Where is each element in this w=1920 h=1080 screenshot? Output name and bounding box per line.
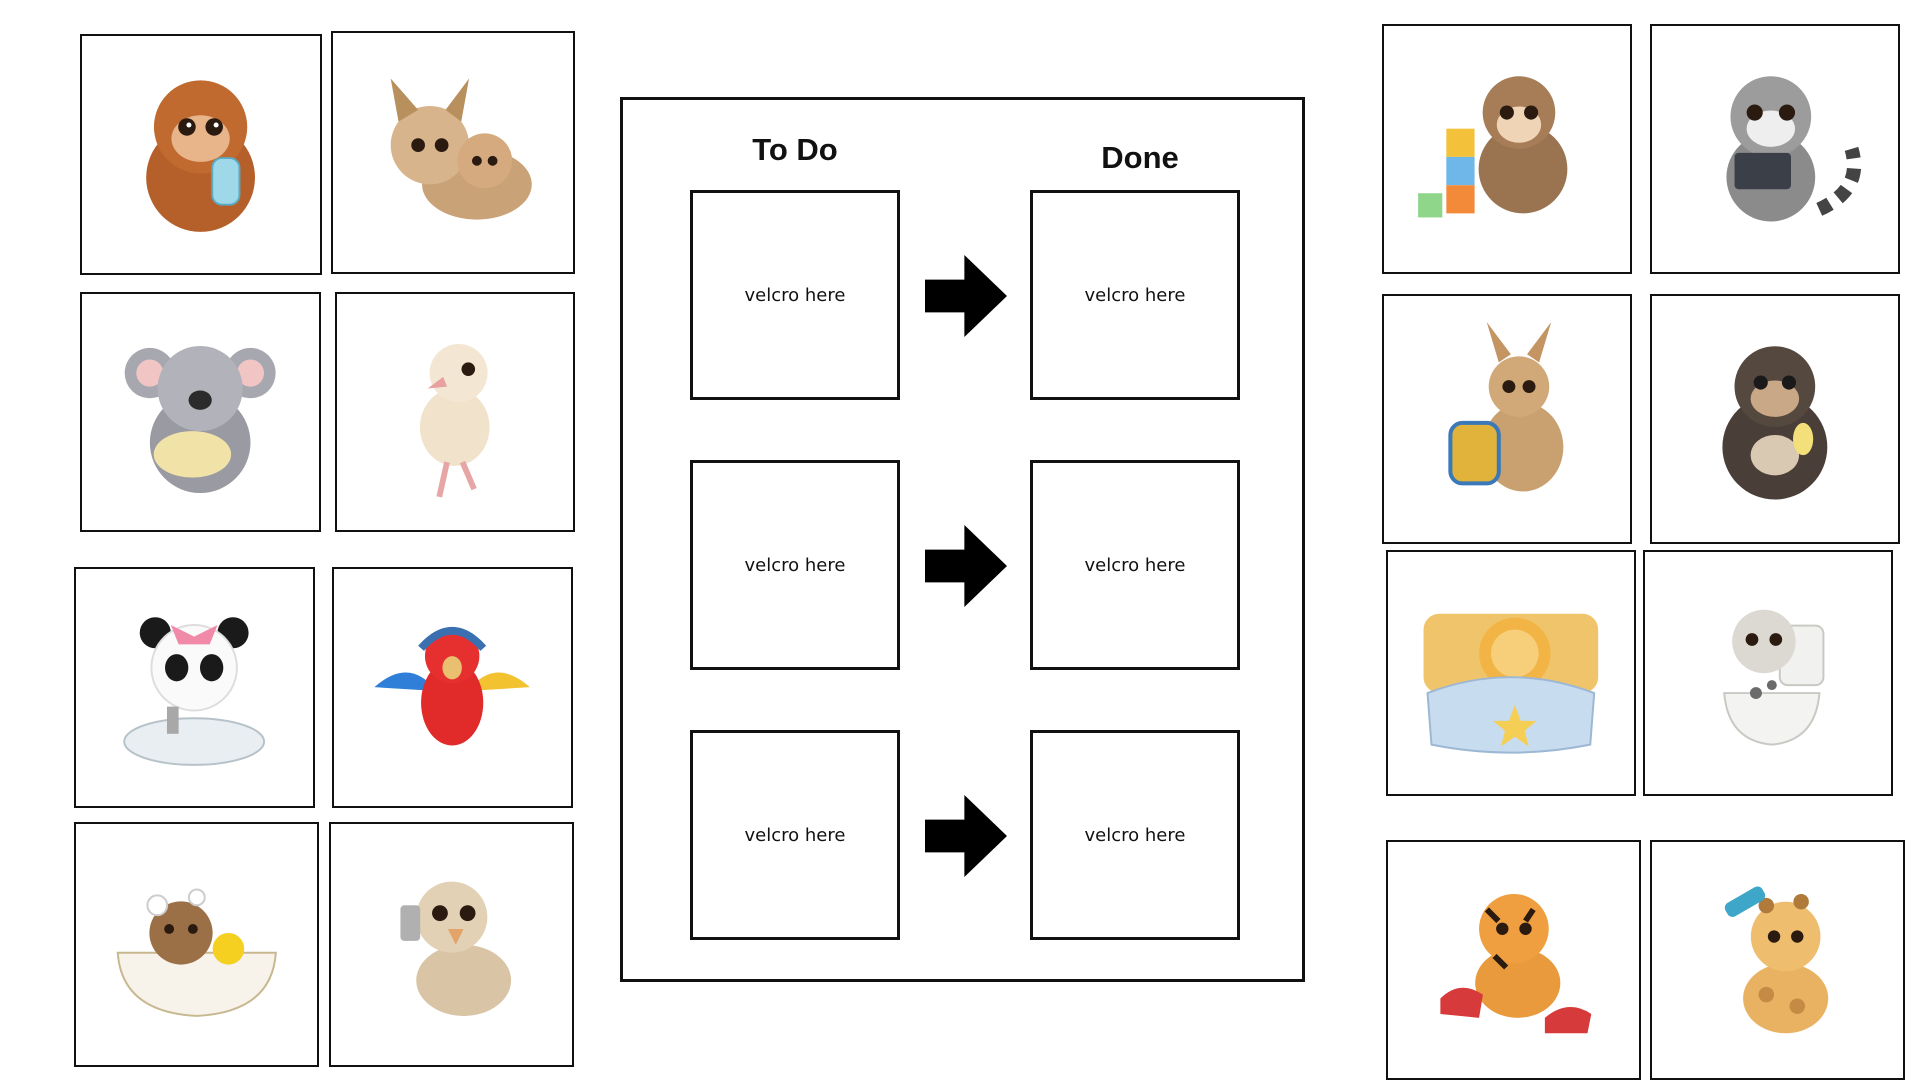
arrow-right-icon: [925, 795, 1007, 877]
card-parrot[interactable]: [332, 567, 573, 808]
monkey-with-abc-blocks-icon: [1418, 76, 1568, 218]
todo-slot-3[interactable]: velcro here: [690, 730, 900, 940]
card-monkey-blocks[interactable]: [1382, 24, 1632, 274]
card-koala[interactable]: [80, 292, 321, 532]
card-lynx[interactable]: [331, 31, 575, 274]
baby-ostrich-dancing-icon: [420, 344, 490, 498]
card-snow-leopard[interactable]: [1643, 550, 1893, 796]
card-ostrich-chick[interactable]: [335, 292, 575, 532]
panda-washing-hands-icon: [123, 617, 266, 767]
otter-in-bathtub-icon: [116, 888, 277, 1017]
done-slot-3[interactable]: velcro here: [1030, 730, 1240, 940]
card-tiger[interactable]: [1386, 840, 1641, 1080]
card-gorilla[interactable]: [1650, 294, 1900, 544]
kangaroo-with-backpack-icon: [1448, 322, 1564, 492]
snow-leopard-on-toilet-icon: [1723, 609, 1825, 746]
tiger-cub-tying-shoes-icon: [1439, 894, 1591, 1034]
task-board: To Do Done velcro here velcro here velcr…: [620, 97, 1305, 982]
todo-column-title: To Do: [752, 132, 838, 167]
lion-cub-waking-in-bed-icon: [1423, 613, 1599, 754]
card-lemur[interactable]: [1650, 24, 1900, 274]
arrow-right-icon: [925, 255, 1007, 337]
card-lion-bed[interactable]: [1386, 550, 1636, 796]
todo-slot-2[interactable]: velcro here: [690, 460, 900, 670]
parrot-with-headphones-icon: [374, 627, 531, 746]
lynx-cubs-cuddling-icon: [390, 78, 532, 220]
ostrich-chick-with-phone-icon: [400, 881, 511, 1016]
card-ostrich-phone[interactable]: [329, 822, 574, 1067]
card-panda[interactable]: [74, 567, 315, 808]
todo-slot-1[interactable]: velcro here: [690, 190, 900, 400]
koala-hugging-pillow-icon: [125, 346, 276, 494]
giraffe-brushing-hair-icon: [1724, 886, 1828, 1034]
arrow-right-icon: [925, 525, 1007, 607]
orangutan-with-bottle-icon: [146, 80, 256, 233]
card-otter-bath[interactable]: [74, 822, 319, 1067]
card-kangaroo[interactable]: [1382, 294, 1632, 544]
done-column-title: Done: [1101, 140, 1179, 175]
lemur-with-tablet-icon: [1726, 76, 1862, 222]
card-giraffe[interactable]: [1650, 840, 1905, 1080]
gorilla-eating-banana-icon: [1722, 346, 1828, 500]
done-slot-1[interactable]: velcro here: [1030, 190, 1240, 400]
done-slot-2[interactable]: velcro here: [1030, 460, 1240, 670]
card-orangutan[interactable]: [80, 34, 322, 275]
